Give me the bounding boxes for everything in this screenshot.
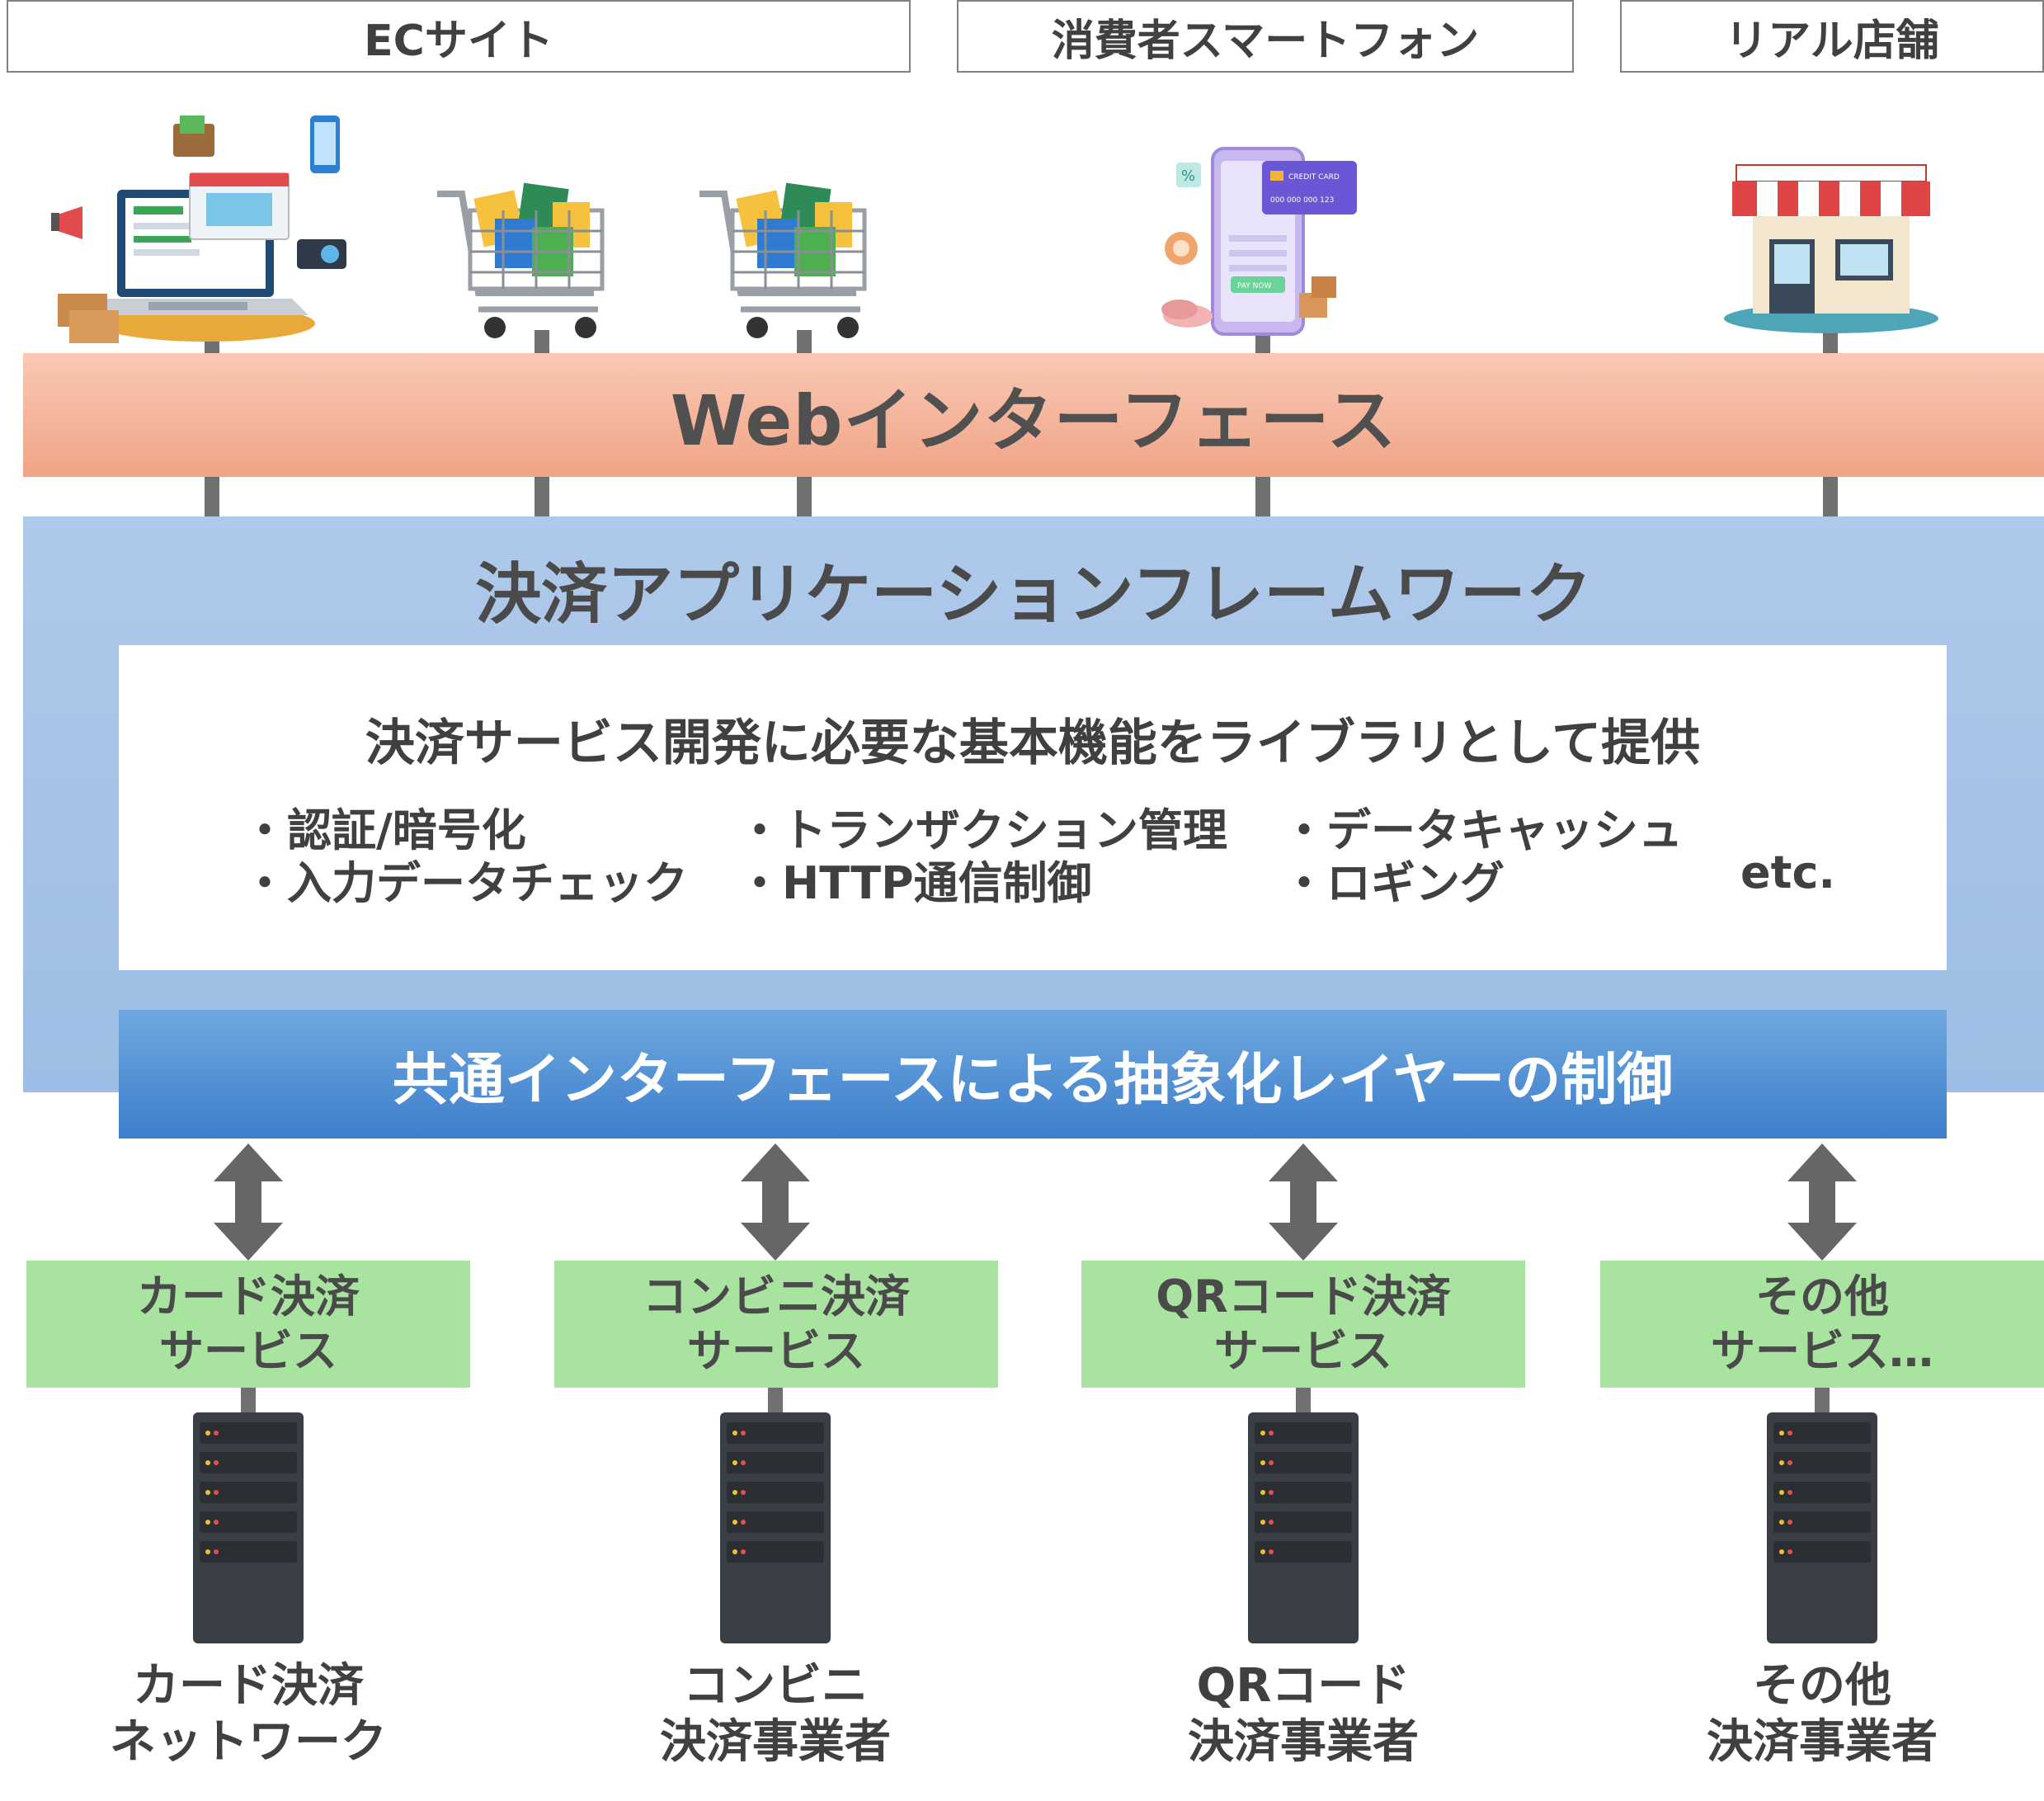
percent-label: % <box>1181 167 1195 185</box>
connector-web-to-fw-5 <box>1823 477 1838 518</box>
feature-auth-encryption: ・認証/暗号化 <box>243 804 526 856</box>
service-other: その他 サービス… <box>1600 1261 2044 1388</box>
connector-service-server-1 <box>241 1388 256 1412</box>
connector-phone-to-web <box>1255 330 1270 355</box>
provider-line1: コンビニ <box>683 1659 868 1713</box>
service-convenience-store-payment: コンビニ決済 サービス <box>554 1261 998 1388</box>
shopping-cart-icon <box>437 182 605 338</box>
service-line2: サービス <box>159 1325 337 1377</box>
provider-line2: 決済事業者 <box>660 1715 891 1769</box>
feature-etc: etc. <box>1740 846 1835 898</box>
connector-service-server-4 <box>1815 1388 1830 1412</box>
provider-other: その他 決済事業者 <box>1616 1658 2028 1770</box>
header-real-store: リアル店舗 <box>1620 0 2044 73</box>
feature-data-cache: ・データキャッシュ <box>1282 804 1683 856</box>
pay-now-label: PAY NOW <box>1237 282 1271 290</box>
server-icon <box>1248 1412 1359 1643</box>
connector-web-to-fw-4 <box>1255 477 1270 518</box>
framework-title: 決済アプリケーションフレームワーク <box>475 556 1592 633</box>
card-number-label: 000 000 000 123 <box>1270 196 1334 205</box>
connector-service-server-2 <box>768 1388 783 1412</box>
bidirectional-arrow-icon <box>1787 1143 1857 1261</box>
shopping-cart-icon <box>699 182 867 338</box>
service-line1: その他 <box>1755 1271 1889 1322</box>
provider-line1: その他 <box>1753 1659 1891 1713</box>
bidirectional-arrow-icon <box>214 1143 283 1261</box>
abstraction-layer: 共通インターフェースによる抽象化レイヤーの制御 <box>119 1010 1947 1139</box>
credit-card-label: CREDIT CARD <box>1288 173 1340 182</box>
connector-cart2-to-web <box>797 330 812 355</box>
ec-site-illustration <box>51 116 346 343</box>
connector-web-to-fw-2 <box>535 477 549 518</box>
connector-store-to-web <box>1823 330 1838 355</box>
provider-convenience-store: コンビニ 決済事業者 <box>569 1658 982 1770</box>
server-icon <box>720 1412 831 1643</box>
service-line1: カード決済 <box>137 1271 360 1322</box>
provider-card-network: カード決済 ネットワーク <box>42 1658 454 1770</box>
provider-line2: 決済事業者 <box>1707 1715 1938 1769</box>
feature-input-data-check: ・入力データチェック <box>243 857 688 909</box>
feature-logging: ・ロギング <box>1282 857 1505 909</box>
store-illustration <box>1724 164 1938 333</box>
service-qr-payment: QRコード決済 サービス <box>1081 1261 1525 1388</box>
connector-web-to-fw-1 <box>205 477 219 518</box>
provider-line1: カード決済 <box>133 1659 364 1713</box>
provider-qr-code: QRコード 決済事業者 <box>1097 1658 1509 1770</box>
connector-cart1-to-web <box>535 330 549 355</box>
service-line2: サービス <box>1214 1325 1392 1377</box>
library-title: 決済サービス開発に必要な基本機能をライブラリとして提供 <box>365 714 1701 772</box>
provider-line2: 決済事業者 <box>1188 1715 1419 1769</box>
bidirectional-arrow-icon <box>741 1143 810 1261</box>
server-icon <box>1767 1412 1877 1643</box>
header-ec-site: ECサイト <box>7 0 911 73</box>
service-line1: コンビニ決済 <box>643 1271 910 1322</box>
bidirectional-arrow-icon <box>1269 1143 1338 1261</box>
library-panel: 決済サービス開発に必要な基本機能をライブラリとして提供 ・認証/暗号化 ・トラン… <box>119 645 1947 970</box>
connector-service-server-3 <box>1296 1388 1311 1412</box>
provider-line2: ネットワーク <box>110 1715 387 1769</box>
service-line2: サービス… <box>1711 1325 1933 1377</box>
smartphone-payment-illustration: CREDIT CARD 000 000 000 123 PAY NOW % <box>1161 147 1357 336</box>
service-card-payment: カード決済 サービス <box>26 1261 470 1388</box>
server-icon <box>193 1412 304 1643</box>
connector-web-to-fw-3 <box>797 477 812 518</box>
web-interface-layer: Webインターフェース <box>23 353 2044 477</box>
service-line1: QRコード決済 <box>1156 1271 1451 1322</box>
feature-http-control: ・HTTP通信制御 <box>737 857 1092 909</box>
feature-transaction-management: ・トランザクション管理 <box>737 804 1227 856</box>
header-consumer-smartphone: 消費者スマートフォン <box>957 0 1574 73</box>
service-line2: サービス <box>687 1325 865 1377</box>
provider-line1: QRコード <box>1196 1659 1411 1713</box>
